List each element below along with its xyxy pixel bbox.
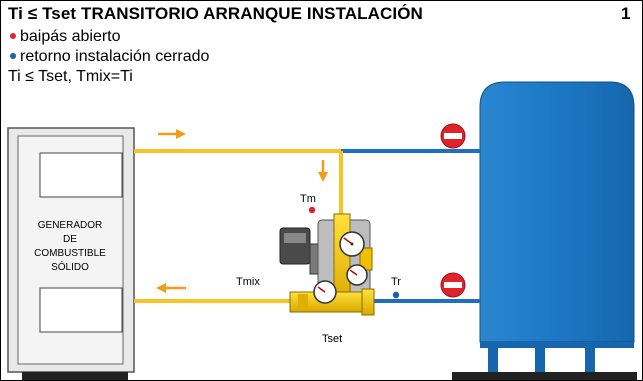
formula: Ti ≤ Tset, Tmix=Ti — [8, 68, 133, 85]
tmix-label: Tmix — [236, 276, 260, 288]
condition-return: retorno instalación cerrado — [8, 48, 209, 66]
tm-sensor-dot — [308, 206, 316, 214]
flow-arrow-left-icon — [156, 283, 186, 293]
flow-arrow-right-icon — [158, 129, 186, 139]
diagram-number: 1 — [621, 4, 631, 23]
tm-label: Tm — [300, 193, 316, 205]
mixing-valve-assembly — [279, 213, 375, 316]
red-bullet-icon — [10, 32, 16, 39]
thermometer-top-icon — [339, 231, 365, 257]
generator: GENERADOR DE COMBUSTIBLE SÓLIDO — [7, 127, 135, 380]
flow-arrow-down-icon — [318, 160, 328, 182]
stop-sign-top-icon — [440, 123, 466, 149]
condition-return-text: retorno instalación cerrado — [20, 48, 210, 65]
pipes — [134, 149, 480, 303]
tr-sensor-dot — [392, 291, 400, 299]
diagram-title: Ti ≤ Tset TRANSITORIO ARRANQUE INSTALACI… — [8, 4, 423, 23]
generator-label-3: COMBUSTIBLE — [34, 248, 106, 259]
thermometer-right-icon — [346, 264, 368, 286]
tset-label: Tset — [322, 333, 342, 345]
blue-bullet-icon — [10, 52, 16, 59]
stop-sign-bottom-icon — [440, 272, 466, 298]
condition-bypass: baipás abierto — [8, 28, 121, 46]
generator-label-2: DE — [63, 234, 77, 245]
storage-tank — [452, 81, 637, 380]
thermometer-bottom-icon — [313, 280, 337, 304]
generator-label-1: GENERADOR — [38, 220, 102, 231]
condition-bypass-text: baipás abierto — [20, 28, 121, 45]
tr-label: Tr — [391, 276, 401, 288]
generator-label-4: SÓLIDO — [51, 260, 89, 273]
